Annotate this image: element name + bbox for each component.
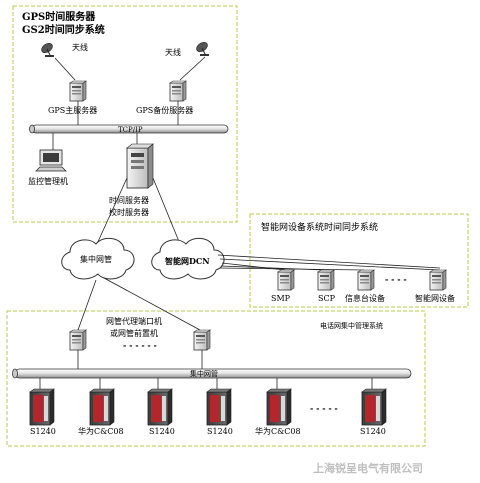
info-desk-server-icon	[357, 269, 375, 291]
antenna-link-1	[54, 57, 76, 81]
link-cloud-proxy2	[103, 277, 201, 331]
switch-label: S1240	[30, 427, 56, 436]
switch-rack-icon	[147, 388, 173, 426]
time-server-icon	[126, 143, 154, 189]
device-label-smp: SMP	[271, 294, 291, 303]
smp-server-icon	[277, 269, 295, 291]
central-bus-label: 集中网管	[190, 369, 218, 378]
proxy-server-icon-2	[193, 329, 211, 351]
dcn-link-line	[219, 267, 365, 271]
telecom-group-border	[6, 310, 426, 447]
time-server-label-line1: 时间服务器	[109, 195, 149, 205]
antenna-icon	[194, 39, 210, 57]
gps-group-border	[12, 5, 238, 223]
switch-rack-icon	[206, 388, 232, 426]
dcn-cloud-label: 智能网DCN	[165, 256, 210, 266]
link-timeserver-central	[95, 177, 128, 247]
switch-rack-icon	[266, 388, 292, 426]
switch-label: 华为C&C08	[78, 426, 124, 436]
bus-end	[29, 124, 35, 134]
gps-backup-server-icon	[169, 80, 187, 102]
proxy-server-icon-1	[69, 329, 87, 351]
device-label-info: 信息台设备	[345, 293, 385, 303]
dcn-link-line	[219, 258, 441, 271]
dcn-link-line	[217, 254, 441, 269]
telecom-group-title: 电话网集中管理系统	[320, 321, 383, 330]
gps-main-server-label: GPS主服务器	[48, 105, 97, 115]
switch-rack-icon	[361, 388, 387, 426]
company-watermark: 上海锐呈电气有限公司	[313, 461, 423, 475]
intelligent-ellipsis: - - - -	[385, 274, 407, 284]
proxy-label-line1: 网管代理端口机	[106, 316, 162, 326]
switch-rack-icon	[89, 388, 115, 426]
switch-label: S1240	[149, 427, 175, 436]
proxy-ellipsis: - - - - - -	[123, 340, 157, 350]
monitor-computer-icon	[35, 149, 67, 172]
switch-label: S1240	[360, 427, 386, 436]
antenna-link-2	[179, 56, 206, 81]
switch-label: S1240	[207, 427, 233, 436]
monitor-label: 监控管理机	[28, 176, 68, 186]
intelligent-group-border	[249, 213, 469, 308]
time-server-label-line2: 校时服务器	[109, 207, 149, 217]
switch-rack-icon	[29, 388, 55, 426]
switch-label: 华为C&C08	[255, 426, 301, 436]
central-cloud-label: 集中网管	[80, 254, 112, 264]
antenna-label-1: 天线	[72, 42, 88, 52]
gps-main-server-icon	[69, 80, 87, 102]
tcpip-bus-label: TCP/IP	[118, 126, 143, 134]
antenna-label-2: 天线	[165, 47, 181, 57]
antenna-icon	[39, 40, 55, 58]
central-management-cloud	[61, 237, 135, 280]
gps-title-line2: GS2时间同步系统	[22, 23, 105, 36]
intelligent-group-title: 智能网设备系统时间同步系统	[261, 221, 378, 233]
switch-ellipsis: - - - - -	[310, 403, 338, 413]
bus-end	[12, 368, 18, 379]
proxy-label-line2: 或网管前置机	[110, 328, 158, 338]
device-label-scp: SCP	[318, 294, 336, 303]
intelligent-device-server-icon	[429, 269, 447, 291]
scp-server-icon	[317, 269, 335, 291]
link-timeserver-dcn	[152, 177, 181, 245]
dcn-cloud	[151, 237, 225, 280]
device-label-intelligent: 智能网设备	[415, 293, 455, 303]
gps-title-line1: GPS时间服务器	[22, 10, 96, 23]
gps-backup-server-label: GPS备份服务器	[136, 105, 193, 115]
link-cloud-proxy1	[77, 279, 97, 331]
